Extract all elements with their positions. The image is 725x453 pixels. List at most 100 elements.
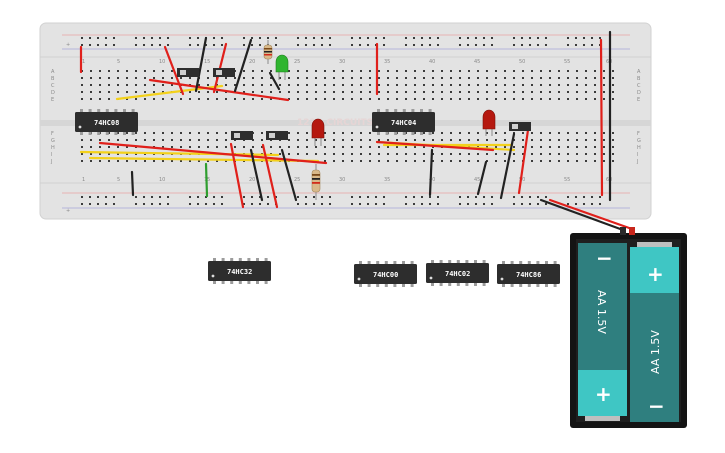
row-letter: G [637,138,641,144]
column-number: 10 [159,177,165,183]
battery-label: AA 1.5V [649,330,662,374]
red-wire[interactable] [163,45,185,96]
resistor[interactable] [311,164,321,200]
column-number: 55 [564,59,570,65]
black-wire[interactable] [268,71,281,91]
red-wire[interactable] [261,143,279,209]
chip-label: 74HC00 [373,271,398,279]
row-letter: D [51,90,55,96]
yellow-wire[interactable] [88,156,320,163]
column-number: 10 [159,59,165,65]
column-number: 25 [294,177,300,183]
column-number: 40 [429,59,435,65]
column-number: 55 [564,177,570,183]
breadboard-holes [81,37,614,205]
black-wire[interactable] [499,132,516,200]
battery-cell: + − AA 1.5V [630,242,679,422]
row-letter: F [637,131,640,137]
plus-sign: + [595,382,612,406]
row-letter: E [51,97,54,103]
battery-pack[interactable]: − + AA 1.5V + − AA 1.5V [570,227,687,428]
row-letter: A [637,69,641,75]
black-wire[interactable] [428,148,434,197]
chip-74hc00[interactable]: 74HC00 [354,261,417,287]
black-wire[interactable] [539,198,625,232]
black-wire[interactable] [249,148,264,202]
red-led[interactable] [311,118,325,146]
battery-label: AA 1.5V [595,290,608,334]
slide-switch[interactable] [266,131,288,140]
chip-label: 74HC08 [94,119,119,127]
row-letter: G [51,138,55,144]
black-wire[interactable] [280,148,298,202]
red-led[interactable] [482,109,496,136]
column-number: 15 [204,59,210,65]
resistor[interactable] [263,40,273,64]
red-wire[interactable] [148,78,290,102]
watermark: 123D CIRCUITS [297,118,373,128]
row-letter: B [51,76,55,82]
red-wire[interactable] [599,38,604,197]
red-wire[interactable] [375,140,495,152]
column-number: 1 [82,177,85,183]
slide-switch[interactable] [213,68,235,77]
slide-switch[interactable] [177,68,199,77]
row-letter: C [637,83,641,89]
chip-74hc32[interactable]: 74HC32 [208,258,271,284]
column-number: 30 [339,177,345,183]
chip-label: 74HC02 [445,270,470,278]
column-number: 5 [117,59,120,65]
column-number: 35 [384,59,390,65]
wires[interactable] [79,30,634,232]
minus-sign: − [596,246,613,270]
black-wire[interactable] [194,36,208,93]
row-letter: A [51,69,55,75]
black-wire[interactable] [476,160,488,196]
row-letter: J [50,159,52,165]
row-letter: I [637,152,638,158]
red-wire[interactable] [517,128,530,195]
chip-74hc04[interactable]: 74HC04 [372,109,435,135]
chip-label: 74HC86 [516,271,541,279]
slide-switch[interactable] [231,131,253,140]
column-number: 35 [384,177,390,183]
row-letter: D [637,90,641,96]
red-wire[interactable] [229,142,245,209]
column-number: 50 [519,59,525,65]
row-letter: E [637,97,640,103]
red-wire[interactable] [98,141,328,165]
column-number: 1 [82,59,85,65]
column-number: 20 [249,177,255,183]
row-letter: I [51,152,52,158]
row-letter: J [636,159,638,165]
row-letter: F [51,131,54,137]
yellow-wire[interactable] [79,150,280,157]
column-number: 5 [117,177,120,183]
row-letter: H [51,145,55,151]
plus-sign: + [647,262,664,286]
column-number: 25 [294,59,300,65]
row-letter: H [637,145,641,151]
column-number: 40 [429,177,435,183]
black-wire[interactable] [130,170,135,197]
column-number: 20 [249,59,255,65]
red-wire[interactable] [548,198,634,231]
green-wire[interactable] [204,162,209,198]
chip-74hc02[interactable]: 74HC02 [426,260,489,286]
row-letters: A B C D E F G H I J A B C D E F G H I J [50,69,641,165]
chip-74hc08[interactable]: 74HC08 [75,109,138,135]
chip-label: 74HC04 [391,119,416,127]
battery-cell: − + AA 1.5V [578,243,627,421]
black-wire[interactable] [233,38,253,93]
column-number: 30 [339,59,345,65]
chip-label: 74HC32 [227,268,252,276]
chip-74hc86[interactable]: 74HC86 [497,261,560,287]
slide-switch[interactable] [509,122,531,131]
column-number: 50 [519,177,525,183]
column-number: 45 [474,177,480,183]
minus-sign: − [648,394,665,418]
row-letter: B [637,76,641,82]
green-led[interactable] [275,54,289,80]
column-number: 45 [474,59,480,65]
